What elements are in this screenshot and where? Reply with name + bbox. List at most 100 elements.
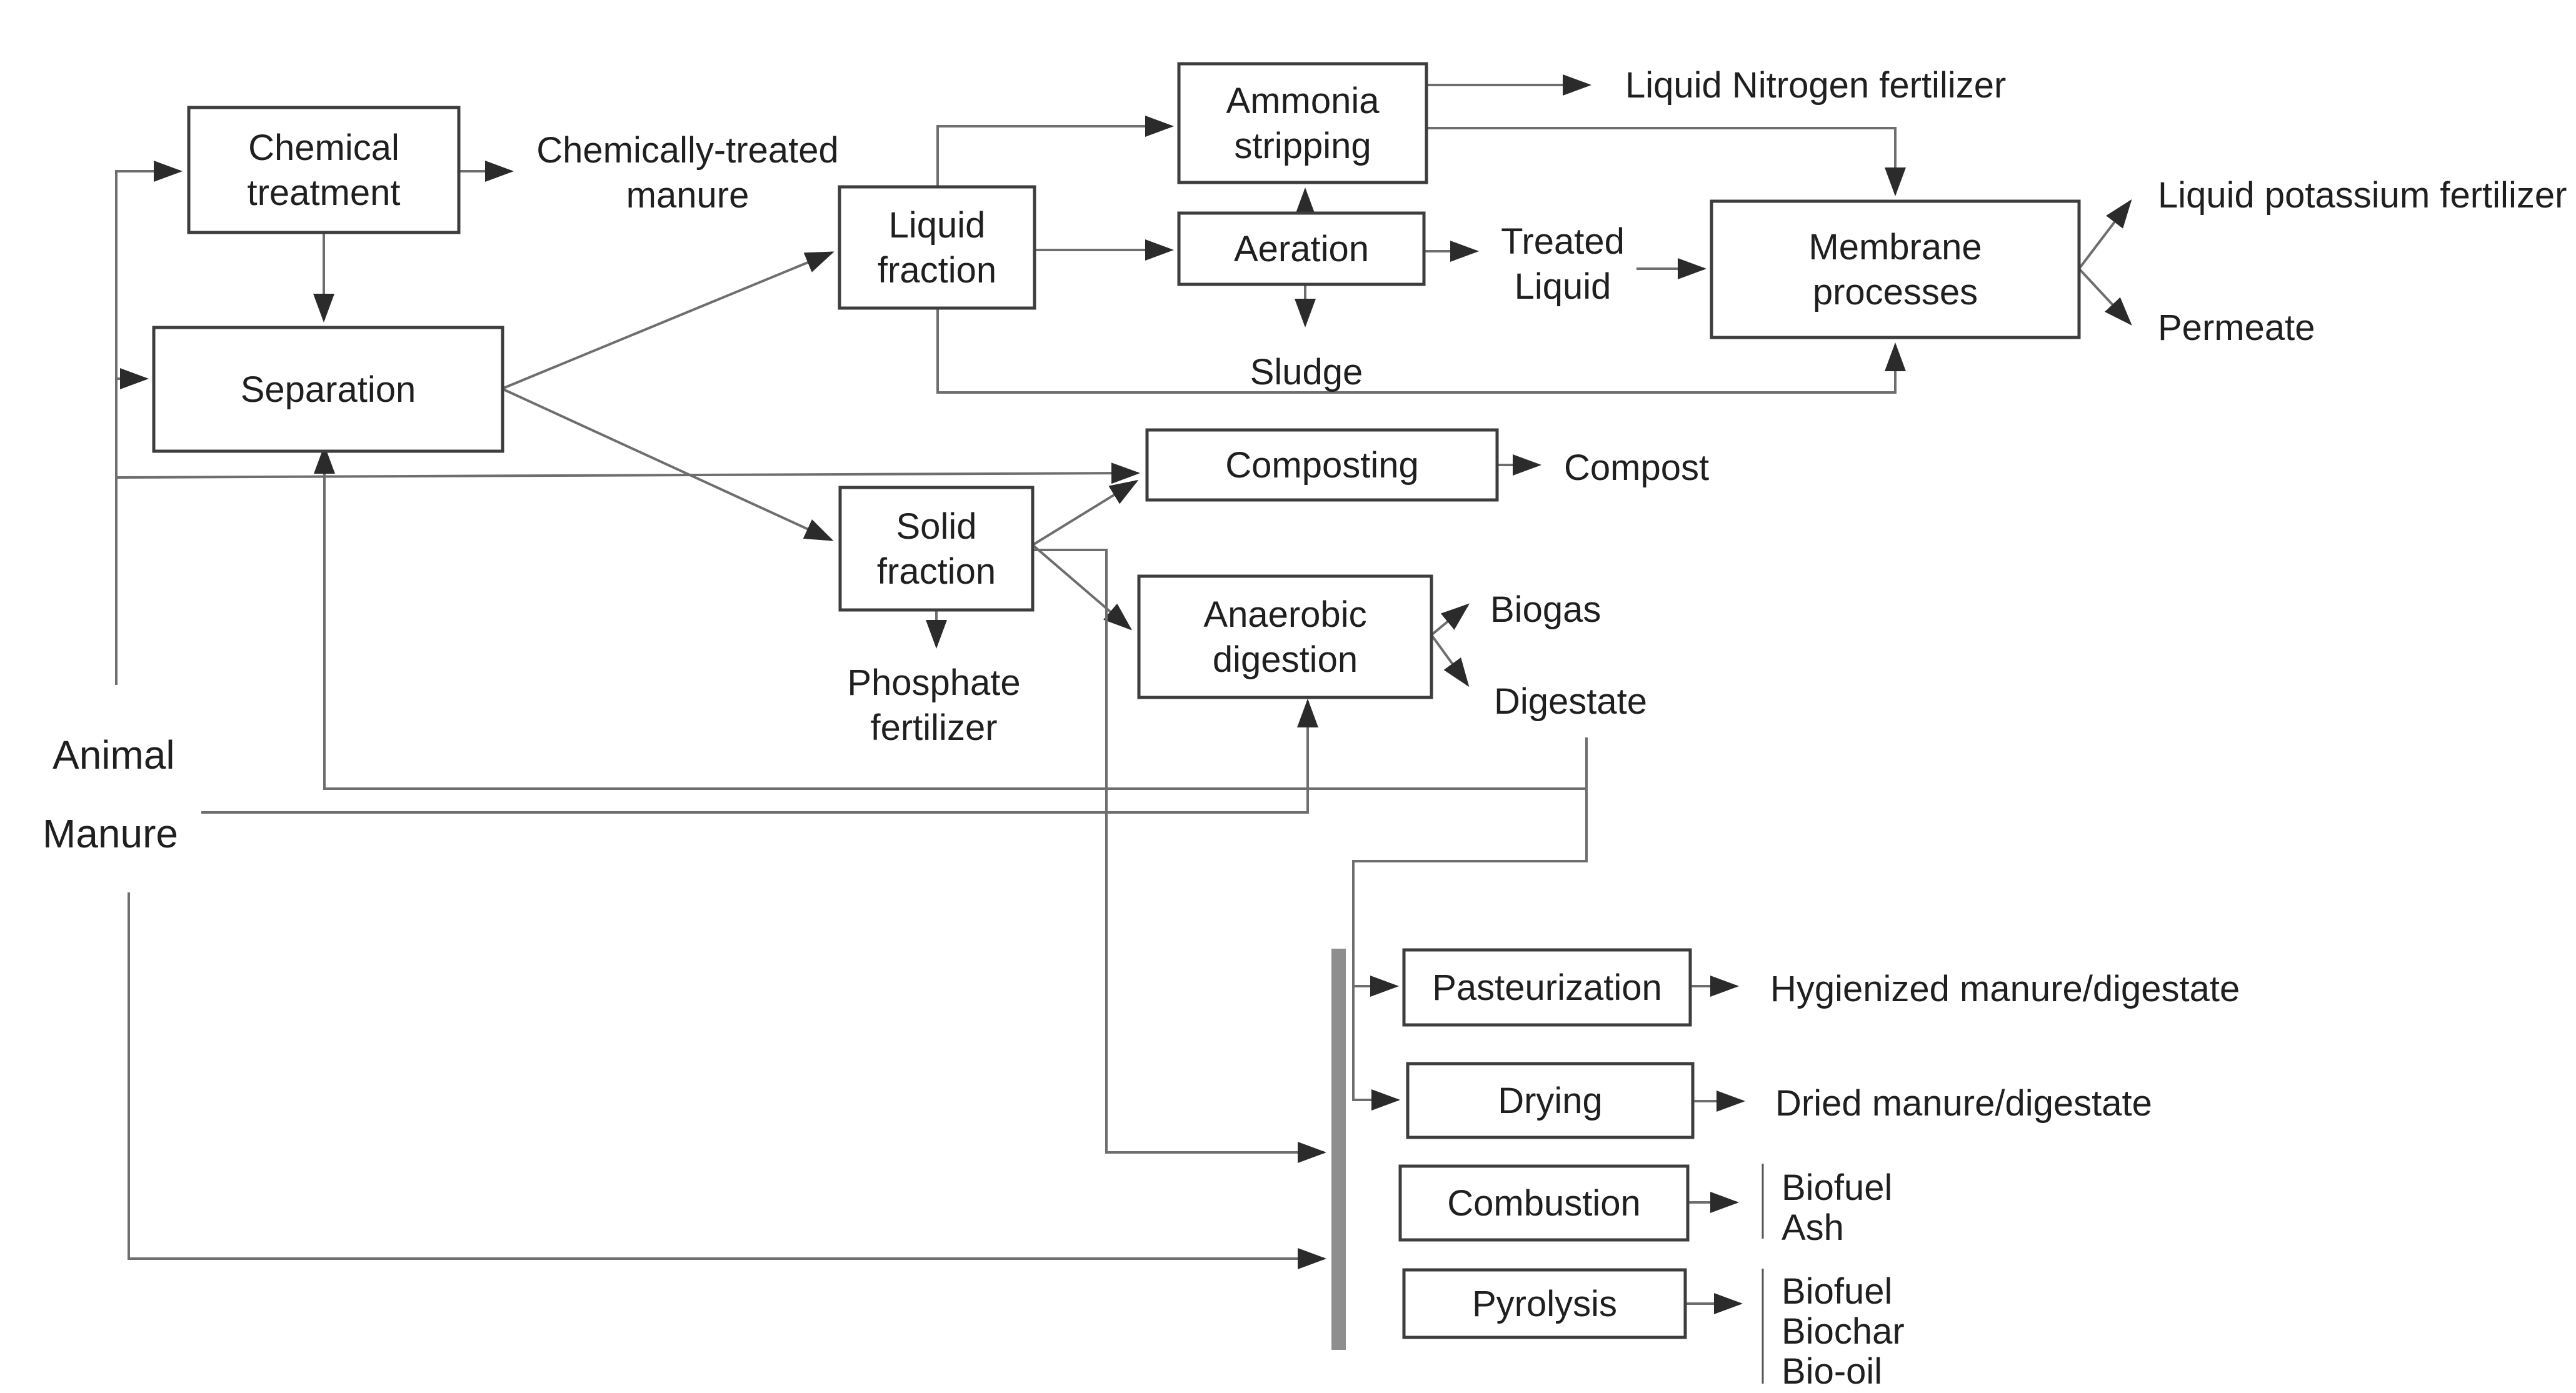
node-anaerobic-digestion-rect xyxy=(1137,574,1433,699)
node-ammonia-stripping-line-1: stripping xyxy=(1234,126,1371,166)
node-composting-rect xyxy=(1145,428,1499,502)
label-pyrolysis-outputs-line-0: Biofuel xyxy=(1782,1271,1892,1312)
node-composting-line-0: Composting xyxy=(1225,445,1418,486)
node-solid-fraction-rect xyxy=(838,486,1035,612)
label-manure: Manure xyxy=(43,811,178,856)
node-pasteurization-rect xyxy=(1402,948,1692,1027)
label-liquid-nitrogen-fertilizer: Liquid Nitrogen fertilizer xyxy=(1625,65,2006,106)
node-pasteurization-line-0: Pasteurization xyxy=(1432,967,1662,1008)
label-liquid-potassium-fertilizer: Liquid potassium fertilizer xyxy=(2158,175,2567,216)
label-biogas-line-0: Biogas xyxy=(1490,589,1601,630)
edge-manure-riser-to-chemical xyxy=(115,161,183,685)
node-separation-label: Separation xyxy=(241,369,416,410)
label-chemically-treated-manure-line-0: Chemically-treated xyxy=(536,130,839,171)
label-compost-line-0: Compost xyxy=(1564,447,1709,488)
node-ammonia-stripping-rect xyxy=(1177,62,1428,184)
edge-layer xyxy=(115,74,2132,1314)
label-treated-liquid-line-0: Treated xyxy=(1501,221,1625,262)
node-pasteurization-label: Pasteurization xyxy=(1432,967,1662,1008)
edge-separation-to-solid-fraction xyxy=(501,387,834,541)
node-membrane-processes-line-1: processes xyxy=(1813,272,1978,312)
node-membrane-processes-line-0: Membrane xyxy=(1808,227,1982,267)
edge-manure-to-digestion xyxy=(201,699,1318,814)
node-combustion-rect xyxy=(1398,1164,1690,1242)
node-separation-rect xyxy=(152,326,504,453)
label-phosphate-fertilizer-line-0: Phosphate xyxy=(847,662,1020,703)
label-manure-line-0: Manure xyxy=(43,811,178,856)
edge-solid-to-collector-bar xyxy=(1033,549,1326,1163)
node-chemical-treatment-line-1: treatment xyxy=(248,172,401,213)
label-chemically-treated-manure-line-1: manure xyxy=(626,175,749,216)
node-drying: Drying xyxy=(1406,1062,1695,1139)
node-chemical-treatment-rect xyxy=(187,106,461,234)
label-digestate-line-0: Digestate xyxy=(1494,681,1647,722)
node-chemical-treatment-line-0: Chemical xyxy=(248,127,399,168)
label-combustion-outputs-line-0: Biofuel xyxy=(1782,1167,1892,1208)
label-phosphate-fertilizer-line-1: fertilizer xyxy=(870,707,997,748)
node-ammonia-stripping-line-0: Ammonia xyxy=(1226,81,1380,121)
node-membrane-processes-label: Membrane processes xyxy=(1808,227,1982,312)
label-digestate: Digestate xyxy=(1494,681,1647,722)
edge-digestion-to-biogas xyxy=(1430,603,1470,636)
label-liquid-potassium-fertilizer-line-0: Liquid potassium fertilizer xyxy=(2158,175,2567,216)
label-dried-manure-digestate-line-0: Dried manure/digestate xyxy=(1775,1083,2152,1124)
node-aeration: Aeration xyxy=(1177,211,1426,286)
node-liquid-fraction-line-0: Liquid xyxy=(889,205,986,246)
node-aeration-rect xyxy=(1177,211,1426,286)
label-pyrolysis-outputs-line-1: Biochar xyxy=(1782,1311,1905,1352)
label-dried-manure-digestate: Dried manure/digestate xyxy=(1775,1083,2152,1124)
node-anaerobic-digestion-line-0: Anaerobic xyxy=(1203,594,1366,635)
label-sludge: Sludge xyxy=(1250,352,1363,392)
label-permeate-line-0: Permeate xyxy=(2158,307,2315,348)
label-sludge-line-0: Sludge xyxy=(1250,352,1363,392)
label-biogas: Biogas xyxy=(1490,589,1601,630)
edge-separation-to-liquid-fraction xyxy=(501,251,834,390)
node-pyrolysis-rect xyxy=(1402,1268,1687,1339)
label-hygienized-manure-digestate-line-0: Hygienized manure/digestate xyxy=(1770,969,2240,1009)
edge-liquid-riser-to-ammonia xyxy=(936,116,1174,187)
edge-digestate-to-drying xyxy=(1352,737,1588,1111)
node-combustion-label: Combustion xyxy=(1447,1183,1640,1224)
node-solid-fraction-line-1: fraction xyxy=(877,551,996,592)
node-membrane-processes: Membrane processes xyxy=(1710,199,2081,339)
node-pyrolysis: Pyrolysis xyxy=(1402,1268,1687,1339)
node-pyrolysis-line-0: Pyrolysis xyxy=(1472,1284,1617,1324)
node-separation: Separation xyxy=(152,326,504,453)
edge-liquid-loop-to-membrane-bottom xyxy=(936,308,1906,394)
label-hygienized-manure-digestate: Hygienized manure/digestate xyxy=(1770,969,2240,1009)
node-drying-label: Drying xyxy=(1498,1081,1603,1121)
label-liquid-nitrogen-fertilizer-line-0: Liquid Nitrogen fertilizer xyxy=(1625,65,2006,106)
label-animal: Animal xyxy=(53,732,175,777)
node-aeration-line-0: Aeration xyxy=(1234,229,1369,269)
node-composting-label: Composting xyxy=(1225,445,1418,486)
node-anaerobic-digestion-line-1: digestion xyxy=(1213,639,1358,680)
edge-digestate-to-separation xyxy=(314,445,1586,790)
node-separation-line-0: Separation xyxy=(241,369,416,410)
node-drying-rect xyxy=(1406,1062,1695,1139)
label-pyrolysis-outputs-line-2: Bio-oil xyxy=(1782,1351,1882,1392)
label-treated-liquid-line-1: Liquid xyxy=(1515,266,1611,307)
label-combustion-outputs-line-1: Ash xyxy=(1782,1207,1844,1248)
node-membrane-processes-rect xyxy=(1710,199,2081,339)
collector-bar xyxy=(1331,949,1346,1350)
node-pyrolysis-label: Pyrolysis xyxy=(1472,1284,1617,1324)
node-aeration-label: Aeration xyxy=(1234,229,1369,269)
edge-membrane-to-permeate xyxy=(2078,267,2132,326)
node-liquid-fraction-line-1: fraction xyxy=(878,250,996,291)
node-pasteurization: Pasteurization xyxy=(1402,948,1692,1027)
node-combustion-line-0: Combustion xyxy=(1447,1183,1640,1224)
label-animal-line-0: Animal xyxy=(53,732,175,777)
